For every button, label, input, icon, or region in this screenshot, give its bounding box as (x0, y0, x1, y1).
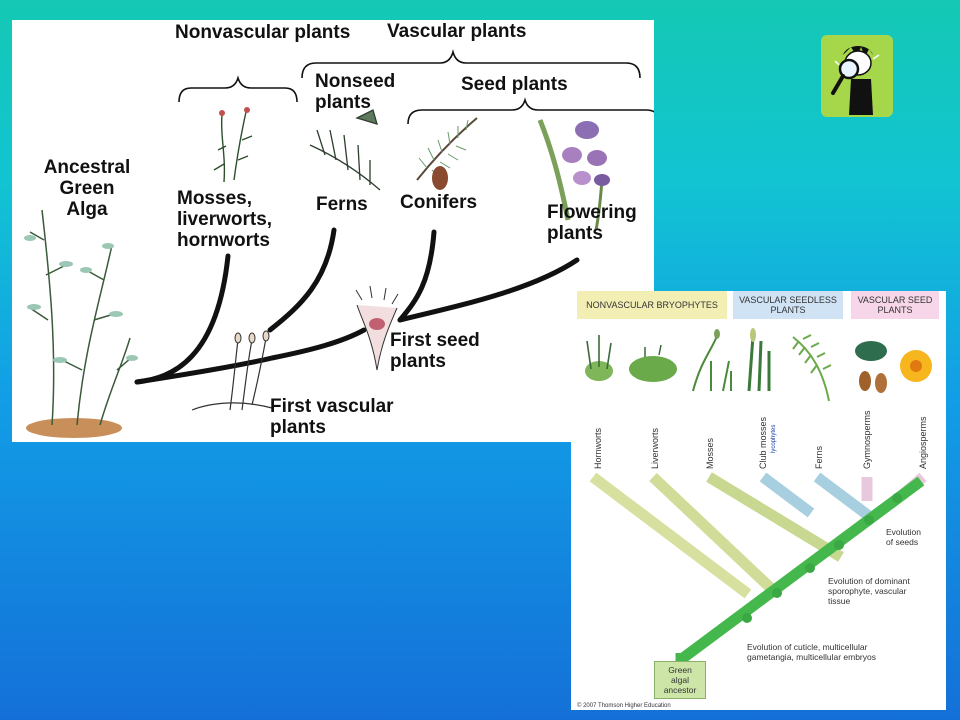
band-vascular-seedless: VASCULAR SEEDLESS PLANTS (733, 291, 843, 319)
band-nonvascular-bryophytes: NONVASCULAR BRYOPHYTES (577, 291, 727, 319)
taxon-ferns: Ferns (814, 445, 824, 469)
taxon-gymnosperms: Gymnosperms (862, 410, 872, 469)
alga-leaves (24, 235, 138, 363)
conifer-illustration (416, 117, 478, 190)
taxon-club-mosses: Club mosses (758, 416, 768, 469)
branch-conifers (397, 229, 437, 323)
branch-flowering (397, 257, 580, 323)
cladogram-branches (589, 472, 927, 666)
alga-illustration (29, 209, 132, 426)
ferns-label: Ferns (316, 194, 368, 215)
mosses-illustration (692, 329, 732, 392)
taxon-hornworts: Hornworts (593, 427, 603, 469)
cladogram-diagram: NONVASCULAR BRYOPHYTES VASCULAR SEEDLESS… (571, 291, 946, 710)
diagram-a-graphics (24, 48, 654, 438)
lycophytes-note: lycophytes (771, 424, 777, 453)
nonseed-header: Nonseed plants (315, 71, 396, 113)
liverworts-illustration (629, 344, 677, 382)
branch-trunk (134, 327, 367, 385)
vascular-header: Vascular plants (387, 21, 527, 42)
conifers-label: Conifers (400, 192, 478, 213)
flower-illustration (537, 119, 610, 231)
gymnosperms-illustration (855, 341, 887, 393)
first-vascular-illustration (191, 337, 273, 411)
moss-illustration (213, 111, 253, 183)
brace-nonvascular (178, 75, 298, 103)
copyright-text: © 2007 Thomson Higher Education (577, 703, 671, 709)
branch-mosses (134, 253, 231, 385)
brace-vascular (301, 48, 641, 79)
branch-ferns (267, 227, 337, 333)
cladogram-graphics (585, 328, 932, 669)
angiosperms-illustration (900, 350, 932, 382)
fern-illustration (309, 109, 381, 191)
hornworts-illustration (585, 335, 613, 381)
nonvascular-header: Nonvascular plants (175, 22, 351, 43)
phylogeny-branches (134, 227, 580, 385)
taxon-angiosperms: Angiosperms (918, 416, 928, 469)
brace-seed (407, 97, 654, 125)
ferns-illustration (792, 334, 832, 402)
magnifier-graphic (831, 46, 880, 115)
band-vascular-seed: VASCULAR SEED PLANTS (851, 291, 939, 319)
soil-mound (26, 418, 122, 438)
plant-evolution-diagram: Nonvascular plants Vascular plants Nonse… (12, 20, 654, 442)
taxon-mosses: Mosses (705, 437, 715, 469)
cladogram-nodes (742, 493, 902, 623)
club-mosses-illustration (747, 328, 771, 392)
seed-header: Seed plants (461, 74, 568, 95)
mosses-label: Mosses,liverworts,hornworts (177, 188, 273, 251)
magnifier-person-icon (821, 35, 893, 117)
taxon-liverworts: Liverworts (650, 427, 660, 469)
first-seed-illustration (355, 285, 399, 371)
